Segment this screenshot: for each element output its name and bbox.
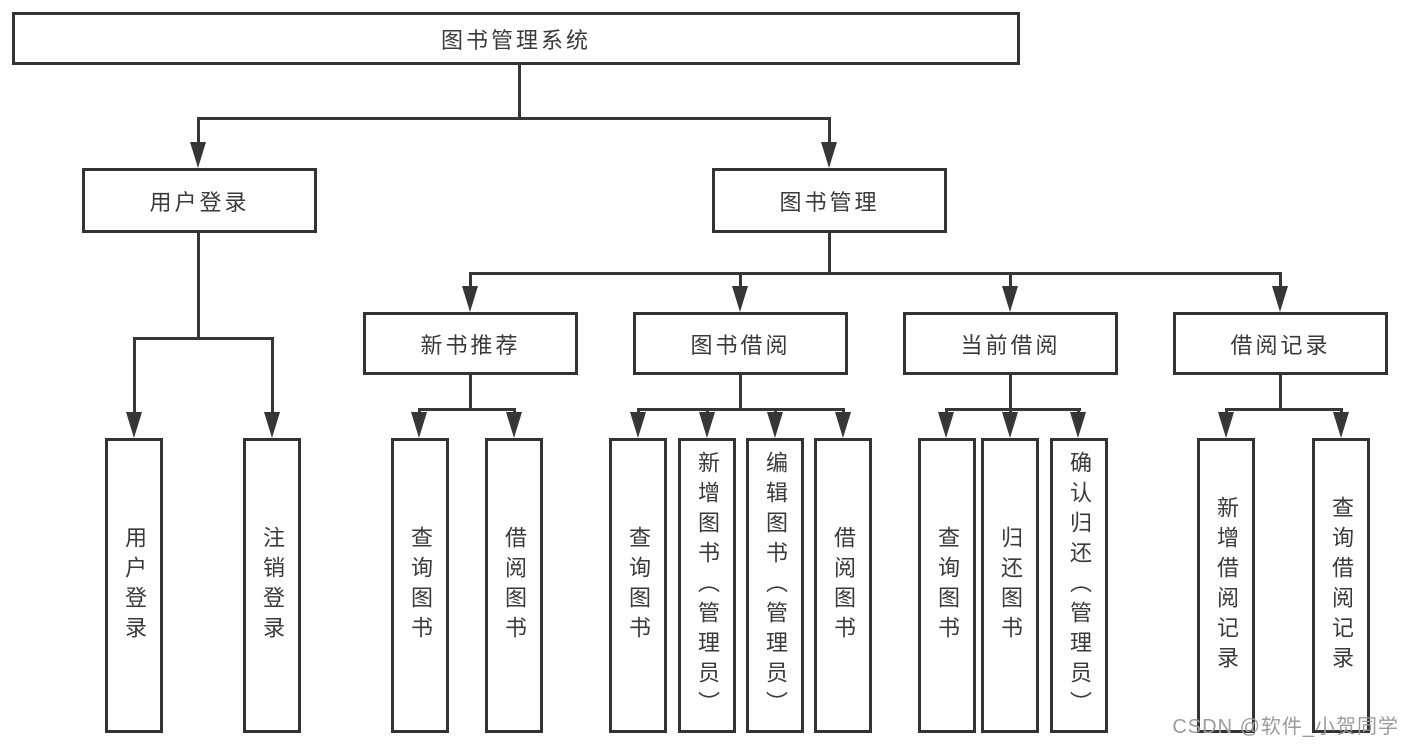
- connector-arrow-shaft: [828, 117, 831, 145]
- node-label: 图书管理系统: [440, 27, 591, 53]
- node-label: 借阅记录: [1230, 332, 1331, 358]
- arrow-down-icon: [732, 286, 748, 312]
- connector-borrowing-records-branch: [1225, 408, 1342, 411]
- node-label: 当前借阅: [960, 332, 1061, 358]
- leaf-query-books-recommendation: 查询图书: [391, 438, 449, 733]
- arrow-down-icon: [190, 142, 206, 168]
- arrow-down-icon: [1002, 412, 1018, 438]
- connector-arrow-shaft: [197, 117, 200, 145]
- arrow-down-icon: [699, 412, 715, 438]
- node-label: 图书借阅: [690, 332, 791, 358]
- node-label: 确认归还（管理员）: [1067, 450, 1092, 721]
- leaf-logout: 注销登录: [243, 438, 301, 733]
- node-new-book-recommendation: 新书推荐: [363, 312, 578, 375]
- leaf-borrow-books-recommendation: 借阅图书: [485, 438, 543, 733]
- connector-root-trunk: [518, 64, 521, 120]
- node-borrowing-records: 借阅记录: [1173, 312, 1388, 375]
- leaf-query-borrowing-record: 查询借阅记录: [1312, 438, 1370, 733]
- connector-user-login-trunk: [197, 233, 200, 340]
- connector-new-book-branch: [418, 408, 516, 411]
- connector-arrow-shaft: [739, 272, 742, 288]
- arrow-down-icon: [1218, 412, 1234, 438]
- node-label: 用户登录: [122, 525, 147, 646]
- arrow-down-icon: [1333, 412, 1349, 438]
- connector-book-management-branch: [469, 272, 1282, 275]
- node-label: 图书管理: [779, 189, 880, 215]
- connector-arrow-shaft: [469, 272, 472, 288]
- connector-root-branch: [197, 117, 831, 120]
- leaf-borrow-books-borrowing: 借阅图书: [814, 438, 872, 733]
- arrow-down-icon: [835, 412, 851, 438]
- arrow-down-icon: [767, 412, 783, 438]
- node-label: 查询图书: [408, 525, 433, 646]
- node-label: 用户登录: [149, 189, 250, 215]
- arrow-down-icon: [938, 412, 954, 438]
- node-book-management: 图书管理: [712, 168, 947, 233]
- connector-arrow-shaft: [1279, 272, 1282, 288]
- node-label: 查询图书: [626, 525, 651, 646]
- leaf-add-borrowing-record: 新增借阅记录: [1197, 438, 1255, 733]
- node-label: 查询借阅记录: [1329, 495, 1354, 676]
- arrow-down-icon: [264, 412, 280, 438]
- connector-arrow-shaft: [1009, 272, 1012, 288]
- arrow-down-icon: [1070, 412, 1086, 438]
- leaf-confirm-return-admin: 确认归还（管理员）: [1050, 438, 1108, 733]
- arrow-down-icon: [1002, 286, 1018, 312]
- connector-book-borrowing-branch: [637, 408, 845, 411]
- node-label: 查询图书: [935, 525, 960, 646]
- node-book-borrowing: 图书借阅: [633, 312, 848, 375]
- connector-current-borrowing-branch: [945, 408, 1081, 411]
- node-label: 借阅图书: [502, 525, 527, 646]
- leaf-query-books-borrowing: 查询图书: [609, 438, 667, 733]
- node-label: 注销登录: [260, 525, 285, 646]
- leaf-user-login: 用户登录: [105, 438, 163, 733]
- connector-new-book-trunk: [469, 375, 472, 411]
- connector-borrowing-records-trunk: [1279, 375, 1282, 411]
- node-current-borrowing: 当前借阅: [903, 312, 1118, 375]
- node-label: 新书推荐: [420, 332, 521, 358]
- node-label: 新增借阅记录: [1214, 495, 1239, 676]
- leaf-return-books: 归还图书: [981, 438, 1039, 733]
- arrow-down-icon: [126, 412, 142, 438]
- arrow-down-icon: [462, 286, 478, 312]
- connector-book-borrowing-trunk: [739, 375, 742, 411]
- connector-arrow-shaft: [271, 337, 274, 415]
- csdn-watermark: CSDN @软件_小贺同学: [1172, 716, 1399, 738]
- connector-book-management-trunk: [828, 233, 831, 275]
- connector-current-borrowing-trunk: [1009, 375, 1012, 411]
- node-label: 编辑图书（管理员）: [763, 450, 788, 721]
- node-label: 新增图书（管理员）: [695, 450, 720, 721]
- node-user-login: 用户登录: [82, 168, 317, 233]
- arrow-down-icon: [1272, 286, 1288, 312]
- leaf-query-books-current: 查询图书: [918, 438, 976, 733]
- connector-arrow-shaft: [133, 337, 136, 415]
- connector-user-login-branch: [133, 337, 274, 340]
- node-library-management-system: 图书管理系统: [12, 12, 1020, 65]
- arrow-down-icon: [630, 412, 646, 438]
- node-label: 归还图书: [998, 525, 1023, 646]
- arrow-down-icon: [506, 412, 522, 438]
- arrow-down-icon: [411, 412, 427, 438]
- arrow-down-icon: [821, 142, 837, 168]
- node-label: 借阅图书: [831, 525, 856, 646]
- leaf-add-books-admin: 新增图书（管理员）: [678, 438, 736, 733]
- leaf-edit-books-admin: 编辑图书（管理员）: [746, 438, 804, 733]
